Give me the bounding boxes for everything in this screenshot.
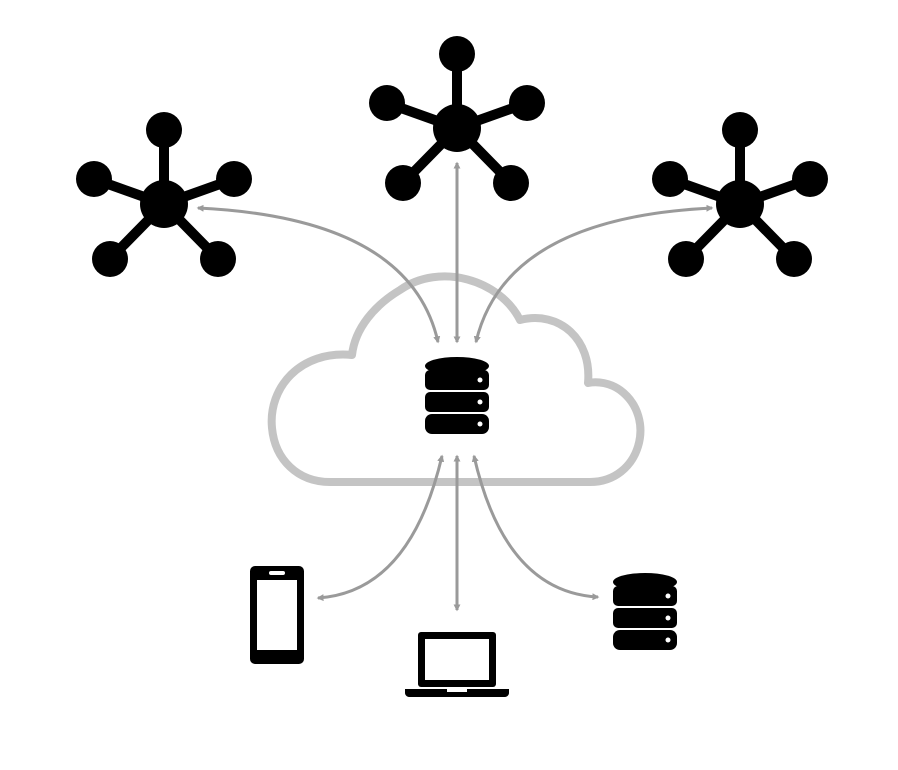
arrow-cloud-hub-left [196, 204, 441, 344]
arrow-cloud-local-db [471, 454, 600, 601]
network-hub-right-icon [652, 112, 828, 277]
cloud-database-icon [425, 357, 489, 434]
laptop-icon [405, 632, 509, 697]
smartphone-icon [250, 566, 304, 664]
local-database-icon [613, 573, 677, 650]
arrow-cloud-hub-right [473, 204, 714, 344]
arrow-cloud-phone [316, 454, 445, 602]
network-hub-left-icon [76, 112, 252, 277]
connection-arrows [196, 161, 714, 612]
